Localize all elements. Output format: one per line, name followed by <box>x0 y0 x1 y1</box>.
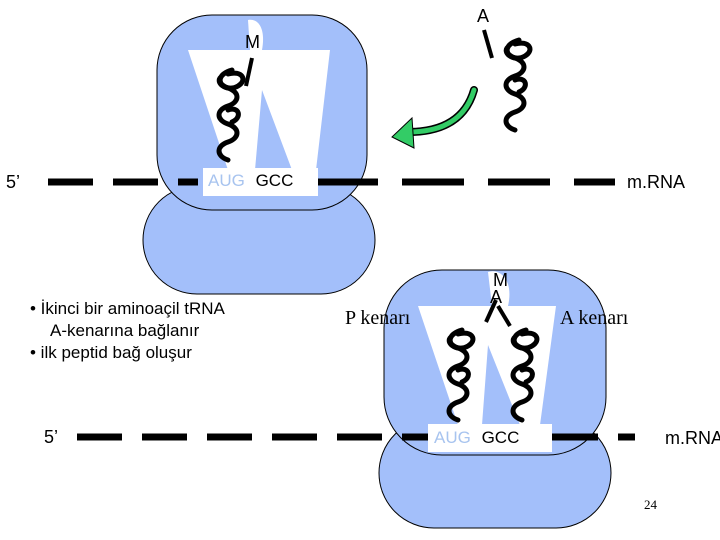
top-trna-incoming-icon <box>506 40 530 130</box>
top-trna-tip <box>248 19 264 50</box>
bottom-codon-gcc: GCC <box>481 428 520 447</box>
top-amino-a: A <box>477 6 490 26</box>
page-number: 24 <box>644 497 657 512</box>
top-mrna-label: m.RNA <box>627 172 685 192</box>
top-5prime-label: 5’ <box>6 172 21 192</box>
bottom-trna-tip <box>488 271 510 306</box>
top-trna-pocket <box>188 50 330 170</box>
bottom-stem-right <box>496 304 512 328</box>
bottom-amino-m: M <box>493 270 508 290</box>
bottom-codon-aug: AUG <box>434 428 471 447</box>
top-incoming-stem <box>482 29 494 59</box>
bottom-mrna-label: m.RNA <box>665 428 720 448</box>
top-ribosome <box>142 14 376 295</box>
top-codons: AUG GCC <box>208 171 293 191</box>
a-site-label: A kenarı <box>560 307 629 329</box>
bottom-amino-a: A <box>490 287 503 307</box>
top-codon-gcc: GCC <box>255 171 294 190</box>
top-amino-m: M <box>245 32 260 52</box>
top-trna-stem <box>244 57 254 87</box>
bottom-codons: AUG GCC <box>434 428 519 448</box>
bullet-line-2: A-kenarına bağlanır <box>50 321 200 340</box>
top-codon-aug: AUG <box>208 171 245 190</box>
bottom-5prime-label: 5’ <box>44 427 59 447</box>
curved-arrow-icon <box>391 86 478 149</box>
bullet-line-1: • İkinci bir aminoaçil tRNA <box>30 299 225 318</box>
top-codon-box <box>203 168 318 196</box>
bullet-line-3: • ilk peptid bağ oluşur <box>30 343 192 362</box>
p-site-label: P kenarı <box>345 307 411 329</box>
bottom-stem-left <box>484 299 498 323</box>
bullet-list: • İkinci bir aminoaçil tRNA A-kenarına b… <box>30 298 225 364</box>
bottom-codon-box <box>428 424 552 452</box>
